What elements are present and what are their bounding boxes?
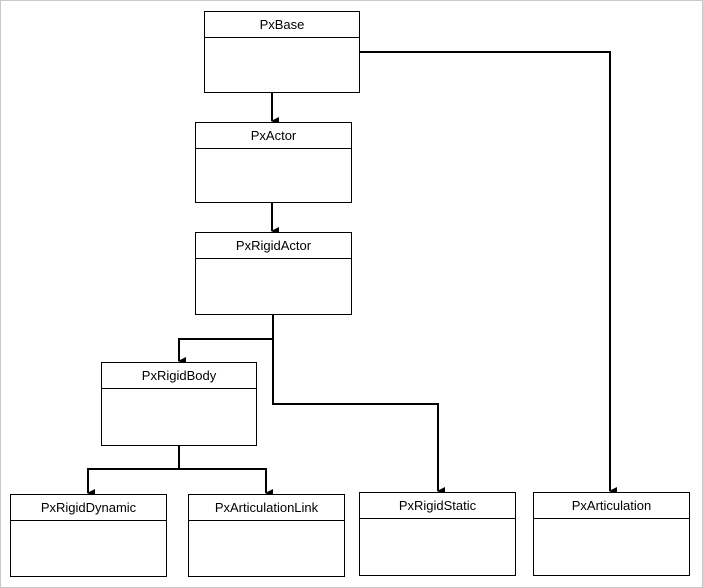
edge-pxrigidbody-pxarticulationlink <box>179 468 273 497</box>
edge-pxbase-pxarticulation <box>360 51 617 495</box>
class-box-pxbase: PxBase <box>204 11 360 93</box>
class-title-pxarticulation: PxArticulation <box>534 493 689 519</box>
class-title-pxrigidbody: PxRigidBody <box>102 363 256 389</box>
class-title-pxarticulationlink: PxArticulationLink <box>189 495 344 521</box>
edge-pxrigidactor-pxrigidstatic <box>272 339 445 495</box>
class-title-pxrigiddynamic: PxRigidDynamic <box>11 495 166 521</box>
edge-pxrigidbody-pxrigiddynamic <box>87 446 180 497</box>
class-title-pxbase: PxBase <box>205 12 359 38</box>
class-box-pxrigidactor: PxRigidActor <box>195 232 352 315</box>
class-box-pxrigidbody: PxRigidBody <box>101 362 257 446</box>
class-box-pxarticulationlink: PxArticulationLink <box>188 494 345 577</box>
class-box-pxrigidstatic: PxRigidStatic <box>359 492 516 576</box>
class-box-pxactor: PxActor <box>195 122 352 203</box>
class-box-pxrigiddynamic: PxRigidDynamic <box>10 494 167 577</box>
class-title-pxrigidstatic: PxRigidStatic <box>360 493 515 519</box>
class-title-pxactor: PxActor <box>196 123 351 149</box>
edge-pxrigidactor-pxrigidbody <box>178 315 274 365</box>
class-box-pxarticulation: PxArticulation <box>533 492 690 576</box>
class-title-pxrigidactor: PxRigidActor <box>196 233 351 259</box>
